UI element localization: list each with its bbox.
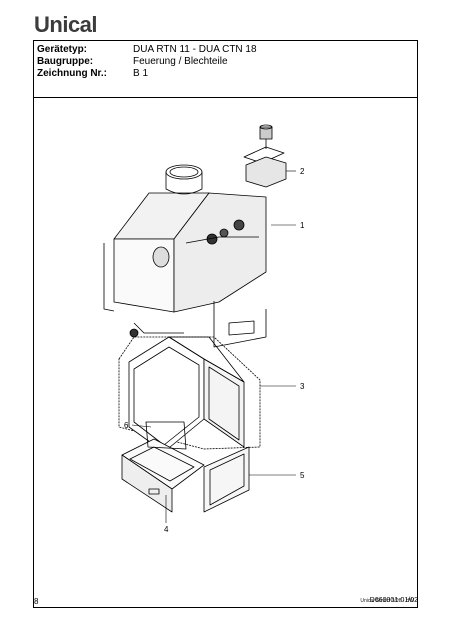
- header-key: Zeichnung Nr.:: [37, 68, 107, 79]
- callout-2: 2: [300, 167, 305, 176]
- page-number: 8: [34, 597, 39, 606]
- header-key: Gerätetyp:: [37, 44, 88, 55]
- combustion-chamber-part: [103, 164, 267, 348]
- title-block: Gerätetyp: DUA RTN 11 - DUA CTN 18 Baugr…: [34, 41, 417, 98]
- header-value: Feuerung / Blechteile: [133, 56, 228, 67]
- callout-6: 6: [124, 421, 129, 430]
- insulation-panels: [128, 336, 245, 453]
- door-frame-part: [121, 438, 205, 513]
- burner-part: [243, 124, 287, 188]
- drawing-frame: Gerätetyp: DUA RTN 11 - DUA CTN 18 Baugr…: [33, 40, 418, 608]
- credit-line: Unical GmbH 1/02 - HW: [360, 598, 414, 604]
- callout-4: 4: [164, 525, 169, 534]
- header-key: Baugruppe:: [37, 56, 94, 67]
- header-value: B 1: [133, 68, 149, 79]
- exploded-view-svg: 2 1 3 5 6 4: [103, 124, 305, 534]
- callout-1: 1: [300, 221, 305, 230]
- side-panel-part: [203, 446, 250, 513]
- exploded-view-drawing: 2 1 3 5 6 4: [34, 97, 417, 607]
- callout-3: 3: [300, 382, 305, 391]
- brand-logo: Unical: [34, 12, 98, 37]
- insulation-box-part: [118, 336, 261, 450]
- callout-5: 5: [300, 471, 305, 480]
- front-bracket-part: [145, 421, 187, 450]
- header-value: DUA RTN 11 - DUA CTN 18: [133, 44, 257, 55]
- document-code: D660001-01/02: [369, 597, 418, 604]
